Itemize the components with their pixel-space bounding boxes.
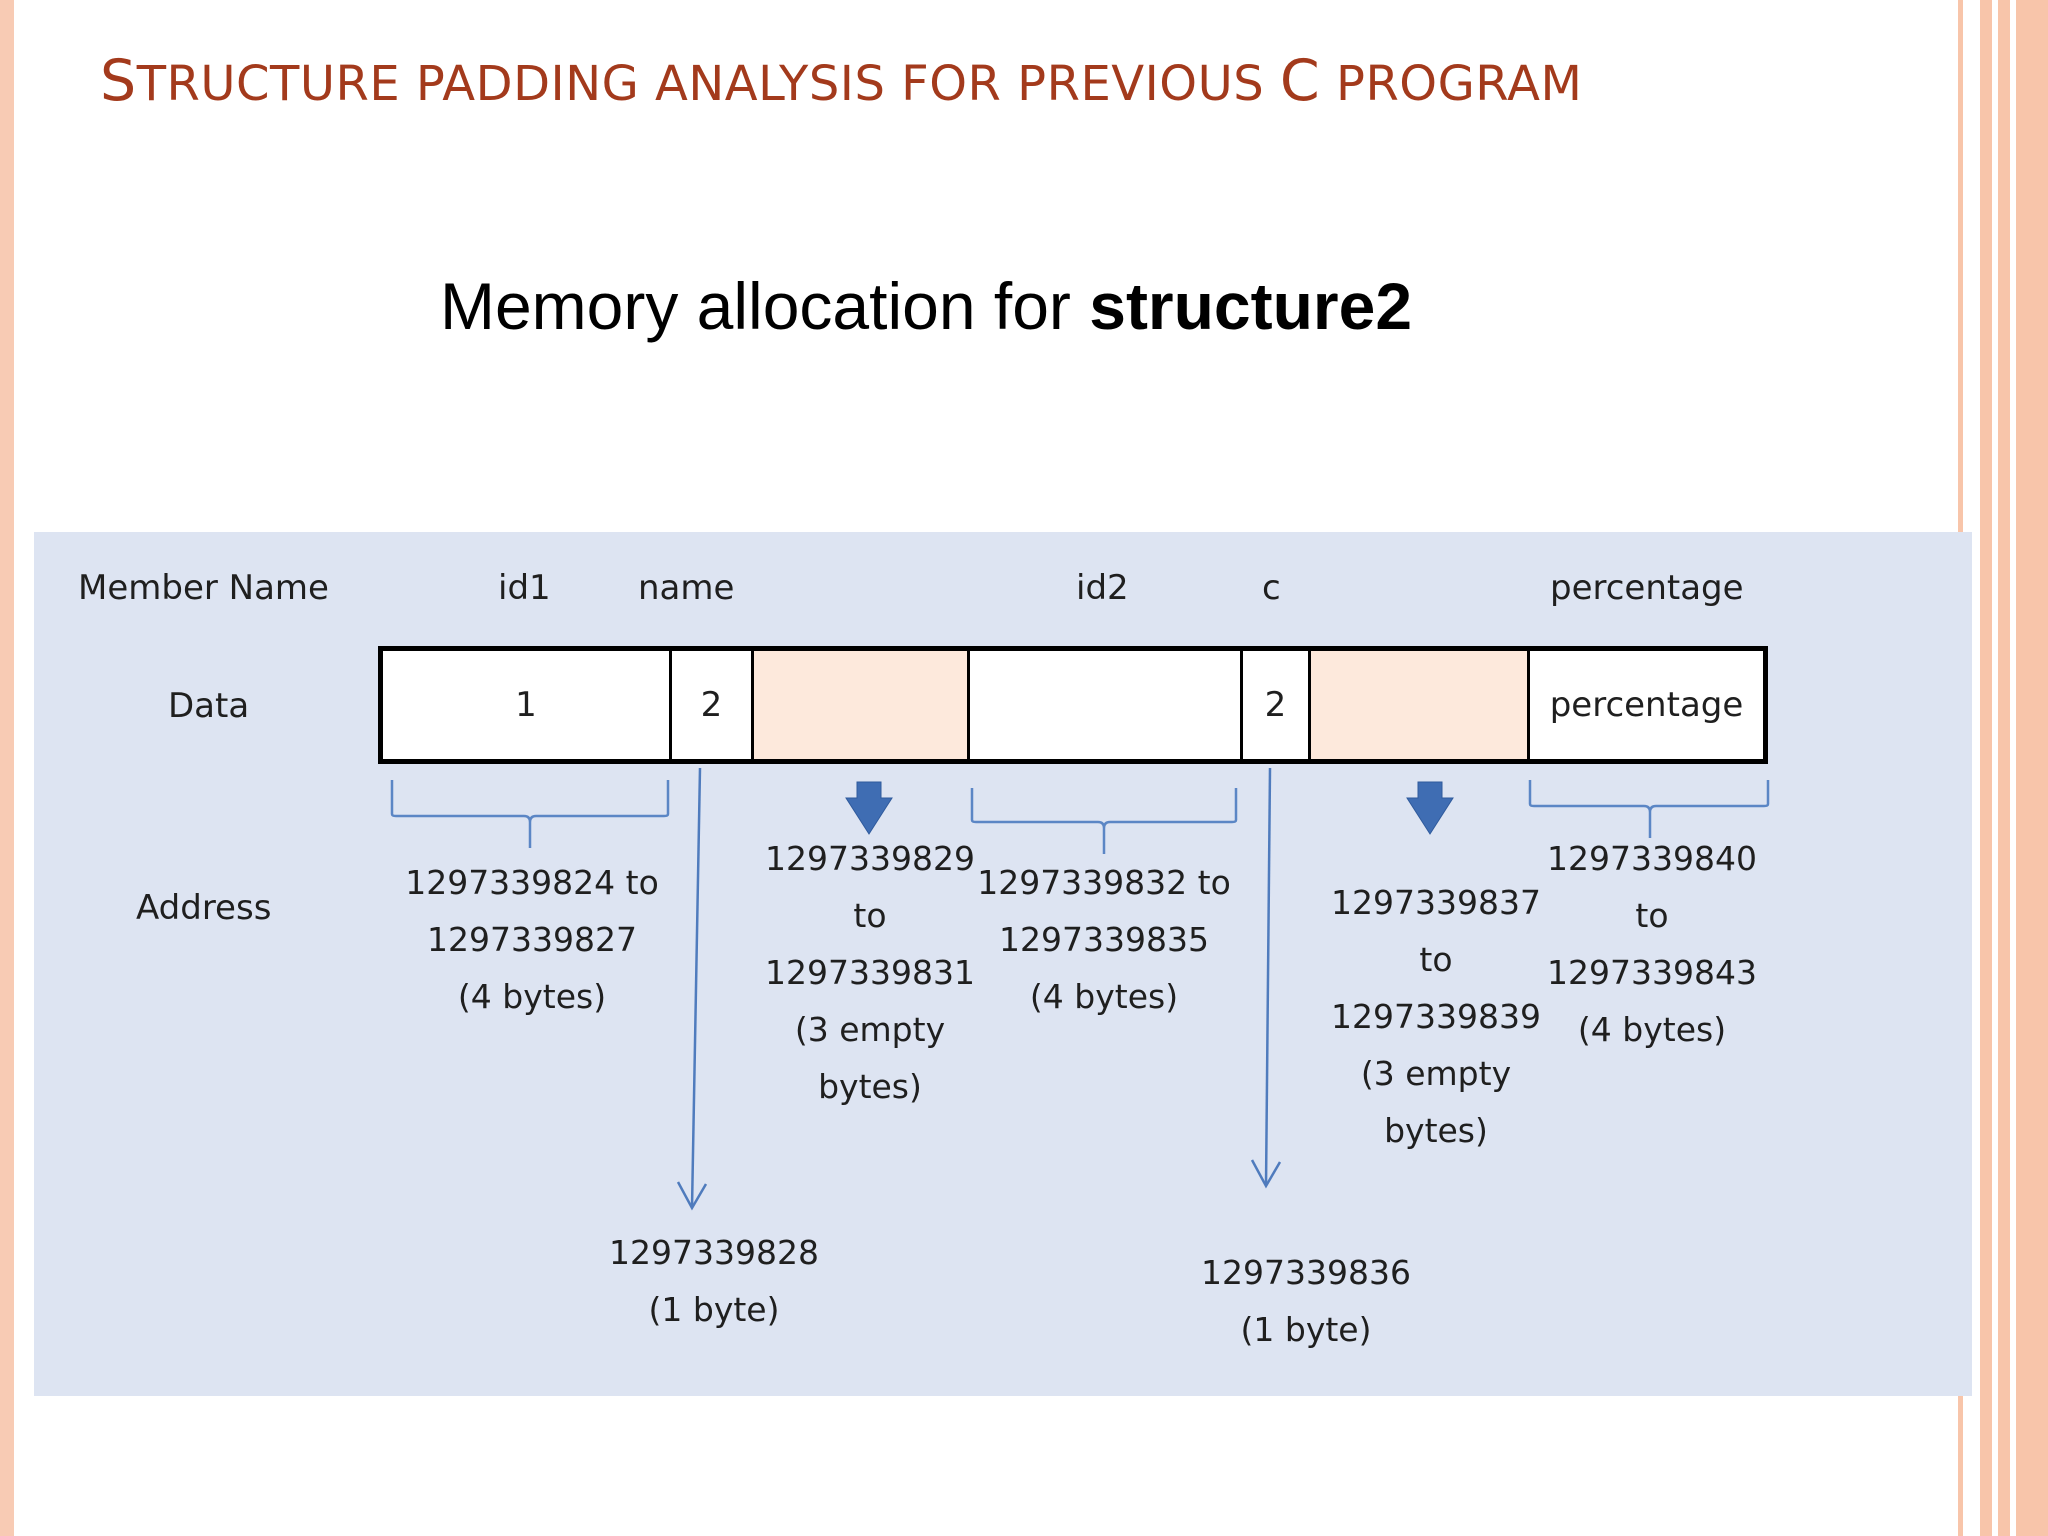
- arrow-c-address: [1250, 767, 1282, 1189]
- address-line: (1 byte): [648, 1290, 780, 1329]
- member-id2: id2: [1076, 568, 1129, 608]
- address-line: 1297339828: [609, 1233, 819, 1272]
- address-line: (4 bytes): [1577, 1010, 1727, 1049]
- cell-id2: [970, 651, 1243, 759]
- address-line: to: [1419, 940, 1453, 979]
- address-line: (3 empty: [1360, 1054, 1512, 1093]
- address-line: 1297339831: [765, 953, 975, 992]
- address-line: to: [1635, 896, 1669, 935]
- address-line: 1297339836: [1201, 1253, 1411, 1292]
- arrow-name-address: [676, 767, 708, 1211]
- member-name-label: Member Name: [78, 568, 329, 608]
- title-part: C: [1279, 48, 1321, 114]
- member-name: name: [638, 568, 735, 608]
- member-c: c: [1262, 568, 1281, 608]
- slide-left-border: [0, 0, 14, 1536]
- heading-struct-name: structure2: [1089, 269, 1413, 343]
- data-label: Data: [168, 686, 250, 726]
- address-line: 1297339840: [1547, 839, 1757, 878]
- title-part: TRUCTURE PADDING ANALYSIS FOR PREVIOUS: [136, 56, 1280, 112]
- member-id1: id1: [498, 568, 551, 608]
- cell-padding-2: [1311, 651, 1530, 759]
- address-line: 1297339824 to: [405, 863, 659, 902]
- address-line: bytes): [818, 1067, 922, 1106]
- address-line: 1297339843: [1547, 953, 1757, 992]
- diagram-connectors: [390, 767, 1770, 1211]
- memory-layout-row: 1 2 2 percentage: [378, 646, 1768, 764]
- border-stripe: [1980, 0, 1992, 1536]
- border-stripe: [1998, 0, 2010, 1536]
- address-line: (4 bytes): [1029, 977, 1179, 1016]
- address-line: 1297339837: [1331, 883, 1541, 922]
- cell-c: 2: [1243, 651, 1311, 759]
- brace-id2: [970, 788, 1238, 854]
- title-part: S: [100, 48, 137, 114]
- cell-name: 2: [672, 651, 754, 759]
- address-label: Address: [136, 888, 272, 928]
- address-line: bytes): [1384, 1111, 1488, 1150]
- address-line: 1297339839: [1331, 997, 1541, 1036]
- memory-diagram: Member Name Data Address id1 name id2 c …: [34, 532, 1972, 1396]
- heading-prefix: Memory allocation for: [440, 269, 1090, 343]
- address-padding-2: 1297339837 to 1297339839 (3 empty bytes): [1316, 874, 1556, 1159]
- address-line: (3 empty: [794, 1010, 946, 1049]
- address-line: (1 byte): [1240, 1310, 1372, 1349]
- diagram-heading: Memory allocation for structure2: [440, 268, 1412, 344]
- address-percentage: 1297339840 to 1297339843 (4 bytes): [1536, 830, 1768, 1058]
- cell-id1: 1: [383, 651, 672, 759]
- border-stripe: [2016, 0, 2048, 1536]
- cell-percentage: percentage: [1549, 685, 1744, 725]
- address-id2: 1297339832 to 1297339835 (4 bytes): [968, 854, 1240, 1025]
- slide-left-border-line: [14, 0, 17, 1536]
- address-padding-1: 1297339829 to 1297339831 (3 empty bytes): [750, 830, 990, 1115]
- block-arrow-down-icon: [1406, 781, 1454, 835]
- address-id1: 1297339824 to 1297339827 (4 bytes): [392, 854, 672, 1025]
- member-percentage: percentage: [1550, 568, 1744, 608]
- brace-percentage: [1528, 780, 1770, 838]
- address-name: 1297339828 (1 byte): [594, 1224, 834, 1338]
- slide-title: STRUCTURE PADDING ANALYSIS FOR PREVIOUS …: [100, 48, 1582, 114]
- address-line: (4 bytes): [457, 977, 607, 1016]
- address-line: 1297339827: [427, 920, 637, 959]
- brace-id1: [390, 780, 670, 848]
- address-line: to: [853, 896, 887, 935]
- block-arrow-down-icon: [845, 781, 893, 835]
- title-part: PROGRAM: [1320, 56, 1583, 112]
- cell-padding-1: [754, 651, 970, 759]
- address-line: 1297339829: [765, 839, 975, 878]
- address-c: 1297339836 (1 byte): [1186, 1244, 1426, 1358]
- address-line: 1297339835: [999, 920, 1209, 959]
- address-line: 1297339832 to: [977, 863, 1231, 902]
